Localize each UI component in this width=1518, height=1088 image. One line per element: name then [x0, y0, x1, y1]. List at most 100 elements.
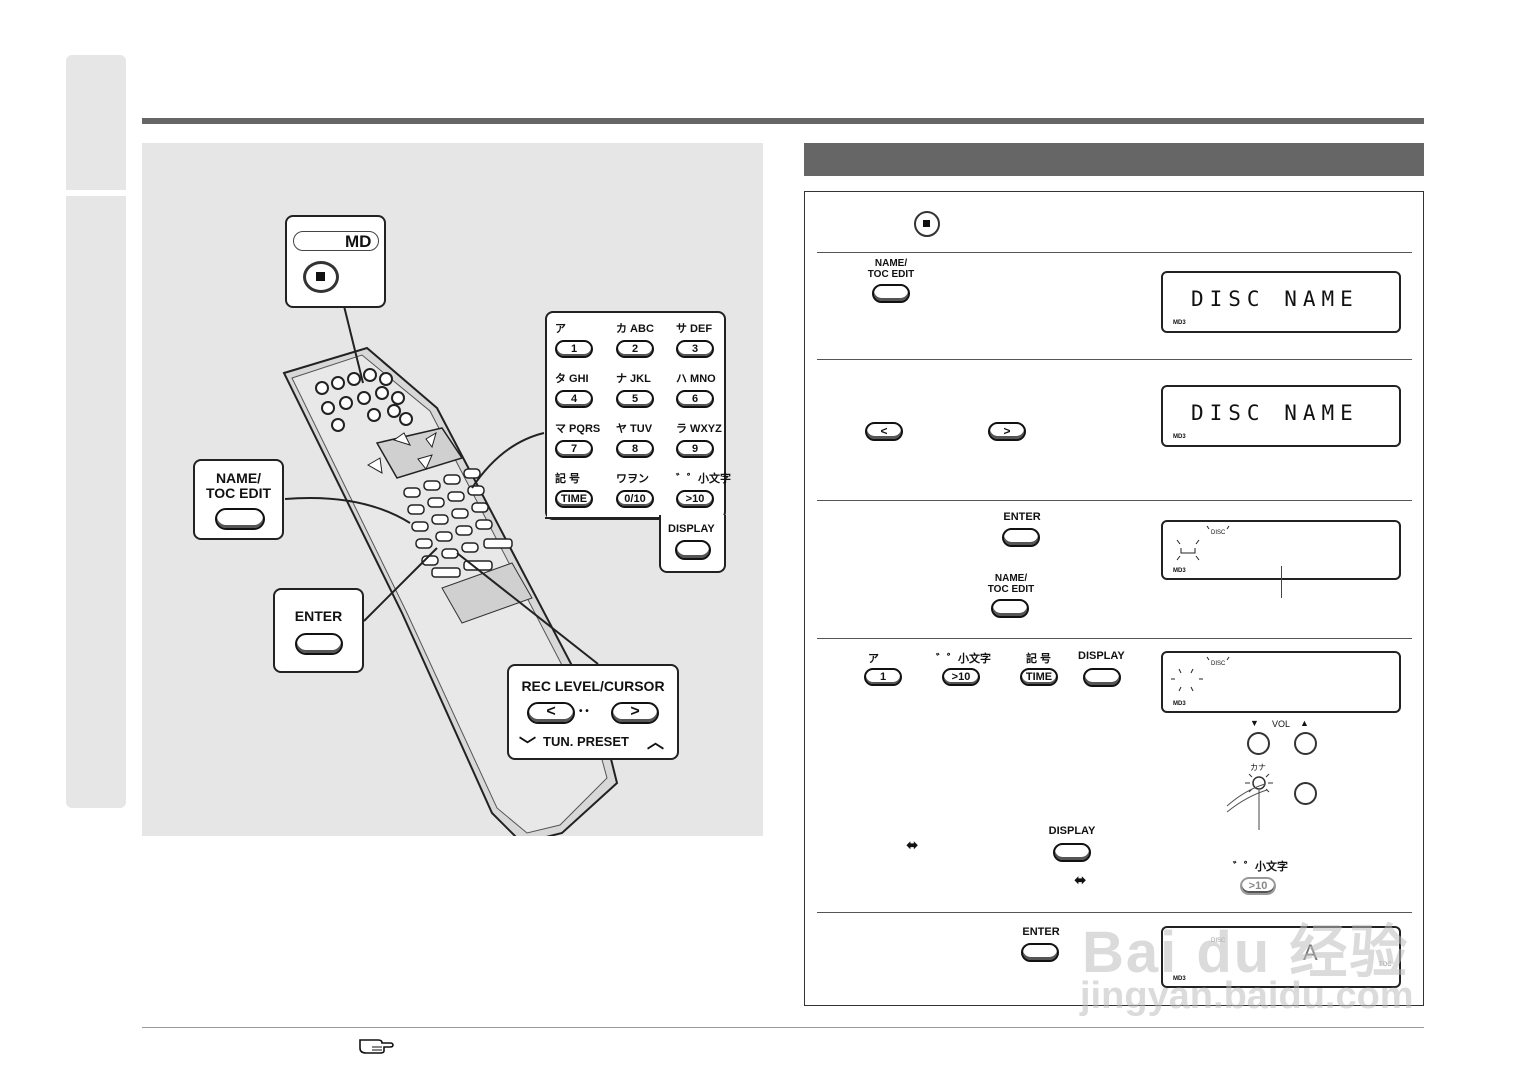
lcd-md-indicator: MD3: [1173, 434, 1186, 440]
step4-enter-button[interactable]: [1002, 528, 1040, 547]
keypad-key-button[interactable]: >10: [676, 490, 714, 508]
cursor-right-button[interactable]: >: [611, 702, 659, 724]
keypad-key-button[interactable]: 5: [616, 390, 654, 408]
keypad-key-button[interactable]: 4: [555, 390, 593, 408]
enter-callout: ENTER: [273, 588, 364, 673]
step4-btn-label-2: TOC EDIT: [987, 584, 1035, 595]
watermark-logo: Bai du 经验: [1082, 920, 1410, 985]
tun-preset-label: TUN. PRESET: [543, 734, 629, 749]
double-arrow-icon: ⬌: [906, 837, 919, 854]
step6-lcd: DISC A TOC MD3: [1161, 926, 1401, 988]
kana-side-button[interactable]: [1294, 782, 1317, 805]
name-toc-label-2: TOC EDIT: [205, 485, 272, 501]
rec-level-cursor-label: REC LEVEL/CURSOR: [521, 678, 665, 694]
step-separator: [817, 252, 1412, 253]
step2-btn-label-2: TOC EDIT: [867, 269, 915, 280]
step1-stop-button[interactable]: [914, 211, 940, 237]
md-label: MD: [345, 232, 372, 251]
lcd-char: A: [1303, 940, 1318, 965]
lcd-text: DISC NAME: [1191, 401, 1359, 425]
step4-name-toc-button[interactable]: [991, 599, 1029, 618]
section-title-bar: [804, 143, 1424, 176]
lcd-disc-indicator: DISC: [1211, 661, 1226, 667]
lcd-toc-indicator: TOC: [1379, 962, 1392, 968]
watermark-url: jingyan.baidu.com: [1080, 975, 1414, 1017]
keypad-key-button[interactable]: TIME: [555, 490, 593, 508]
side-tab-bottom: [66, 196, 126, 808]
lcd-text: DISC NAME: [1191, 287, 1359, 311]
chevron-up-icon: ︿: [647, 733, 664, 752]
cursor-left-button[interactable]: <: [527, 702, 575, 724]
step2-btn-label-1: NAME/: [874, 258, 908, 269]
vol-down-icon: ▼: [1250, 718, 1259, 728]
lcd-md-indicator: MD3: [1173, 976, 1186, 982]
step5-key-button[interactable]: >10: [942, 668, 980, 686]
md-label-frame: [293, 231, 379, 251]
step5-key-button[interactable]: 1: [864, 668, 902, 686]
keypad-key-label: ア: [555, 323, 566, 335]
keypad-callout-edge: [545, 517, 660, 519]
keypad-key-label: ゛゜小文字: [676, 473, 731, 485]
small-char-label: ゛゜小文字: [1233, 861, 1288, 873]
keypad-key-label: ナ JKL: [616, 373, 651, 385]
name-toc-edit-callout: NAME/ TOC EDIT: [193, 459, 284, 540]
keypad-callout-mask: [547, 513, 657, 519]
step4-enter-label: ENTER: [1003, 511, 1041, 523]
chevron-down-icon: ﹀: [519, 736, 536, 755]
small-char-button[interactable]: >10: [1240, 877, 1276, 895]
step-separator: [817, 912, 1412, 913]
blinking-cursor-icon: [1176, 525, 1230, 561]
name-toc-label-1: NAME/: [215, 470, 262, 486]
keypad-key-label: ラ WXYZ: [676, 423, 722, 435]
step5-display-label: DISPLAY: [1048, 825, 1096, 837]
display-label: DISPLAY: [668, 523, 715, 535]
step-separator: [817, 638, 1412, 639]
side-tab-top: [66, 55, 126, 190]
keypad-key-button[interactable]: 9: [676, 440, 714, 458]
step5-small-label: ゛゜小文字: [936, 653, 991, 665]
step-separator: [817, 359, 1412, 360]
lcd-md-indicator: MD3: [1173, 320, 1186, 326]
step5-key-button[interactable]: TIME: [1020, 668, 1058, 686]
step3-lcd: DISC NAME MD3: [1161, 385, 1401, 447]
step5-display-label-top: DISPLAY: [1078, 650, 1125, 662]
keypad-key-button[interactable]: 7: [555, 440, 593, 458]
enter-button[interactable]: [295, 633, 343, 655]
keypad-key-label: ワヲン: [616, 473, 649, 485]
vol-down-button[interactable]: [1247, 732, 1270, 755]
lcd-disc-indicator: DISC: [1211, 530, 1226, 536]
lcd-md-indicator: MD3: [1173, 568, 1186, 574]
step2-name-toc-button[interactable]: [872, 284, 910, 303]
md-stop-callout: MD: [285, 215, 386, 308]
step5-kigou-label: 記 号: [1026, 653, 1052, 665]
keypad-key-button[interactable]: 1: [555, 340, 593, 358]
name-toc-edit-button[interactable]: [215, 508, 265, 530]
keypad-key-button[interactable]: 8: [616, 440, 654, 458]
step-separator: [817, 500, 1412, 501]
keypad-key-button[interactable]: 2: [616, 340, 654, 358]
step5-lcd: DISC MD3: [1161, 651, 1401, 713]
lcd-pointer-line: [1281, 566, 1282, 598]
step5-key-button[interactable]: [1083, 668, 1121, 687]
step3-left-button[interactable]: <: [865, 422, 903, 441]
keypad-key-button[interactable]: 0/10: [616, 490, 654, 508]
step3-right-button[interactable]: >: [988, 422, 1026, 441]
keypad-key-button[interactable]: 6: [676, 390, 714, 408]
md-stop-button[interactable]: [303, 261, 339, 293]
blinking-cursor-icon: [1171, 656, 1230, 692]
keypad-key-label: サ DEF: [676, 323, 713, 335]
lcd-disc-indicator: DISC: [1211, 938, 1226, 944]
steps-box: [804, 191, 1424, 1006]
step5-display-button[interactable]: [1053, 843, 1091, 862]
keypad-key-label: マ PQRS: [555, 423, 601, 435]
vol-up-button[interactable]: [1294, 732, 1317, 755]
step6-enter-button[interactable]: [1021, 943, 1059, 962]
keypad-key-button[interactable]: 3: [676, 340, 714, 358]
kana-label: カナ: [1250, 763, 1266, 772]
keypad-key-label: ハ MNO: [676, 373, 716, 385]
keypad-key-label: カ ABC: [616, 323, 654, 335]
step6-enter-label: ENTER: [1022, 926, 1060, 938]
display-button[interactable]: [675, 540, 711, 560]
pointing-hand-icon: [359, 1039, 394, 1054]
footer-rule: [142, 1027, 1424, 1028]
